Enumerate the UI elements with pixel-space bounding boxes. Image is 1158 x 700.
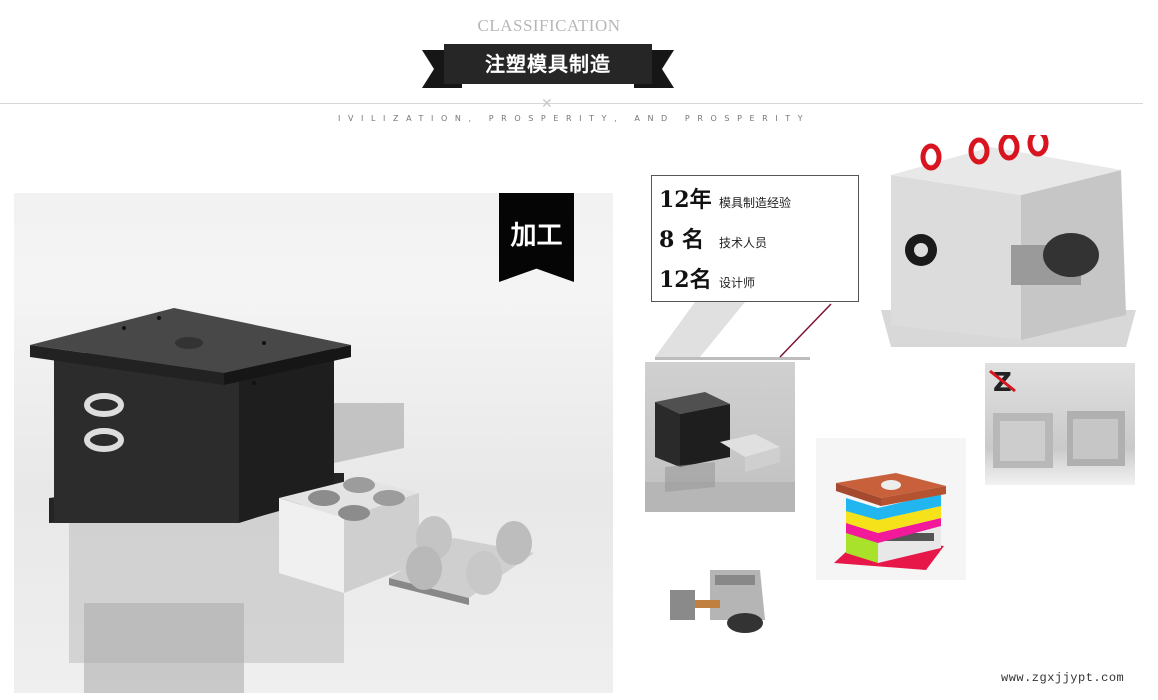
section-kicker: CLASSIFICATION <box>477 16 621 35</box>
stat-label: 技术人员 <box>719 236 768 250</box>
stats-decoration <box>655 302 832 360</box>
stat-experience: 12年 模具制造经验 <box>659 182 858 222</box>
z-molds-illustration: Z <box>989 368 1125 468</box>
header-divider <box>0 103 1143 104</box>
watermark: www.zgxjjypt.com <box>1001 671 1125 685</box>
mold-preview-illustration <box>655 392 780 492</box>
mold-eyebolts-illustration <box>881 135 1136 347</box>
z-logo-icon: Z <box>993 368 1012 398</box>
thumb-mold-preview <box>645 362 795 512</box>
thumb-z-molds: Z <box>985 363 1135 485</box>
badge-label: 加工 <box>510 221 563 251</box>
badge-bookmark: 加工 <box>499 193 574 282</box>
stat-number: 8 名 <box>659 227 704 253</box>
thumb-colorful-mold <box>816 438 966 580</box>
colorful-mold-illustration <box>834 473 946 570</box>
mold-illustration <box>30 308 534 693</box>
stat-label: 设计师 <box>719 276 756 290</box>
stat-number: 12名 <box>659 267 712 293</box>
mold-cylinder-illustration <box>670 570 765 633</box>
title-ribbon: 注塑模具制造 <box>422 44 674 92</box>
stat-number: 12年 <box>659 187 712 213</box>
tagline: IVILIZATION, PROSPERITY, AND PROSPERITY <box>338 114 811 123</box>
stats-box: 12年 模具制造经验 8 名 技术人员 12名 设计师 <box>651 175 859 302</box>
section-title: 注塑模具制造 <box>444 44 652 84</box>
stat-label: 模具制造经验 <box>719 196 792 210</box>
thumb-mold-eyebolts <box>876 135 1138 347</box>
main-mold-image <box>14 193 613 693</box>
x-mark-icon: ✕ <box>541 95 553 111</box>
thumb-mold-cylinder <box>660 555 780 635</box>
stat-technicians: 8 名 技术人员 <box>659 222 858 262</box>
stat-designers: 12名 设计师 <box>659 262 858 302</box>
